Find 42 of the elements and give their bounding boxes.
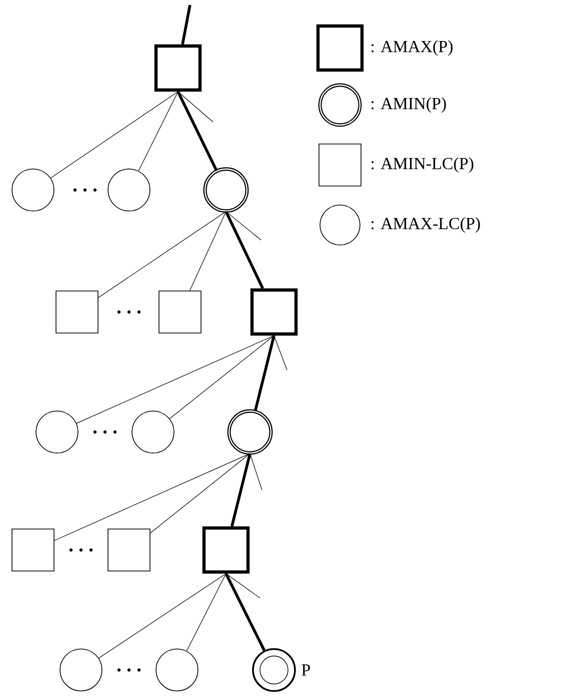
branch-line	[181, 4, 192, 45]
circle-node	[60, 648, 102, 692]
branch-line	[54, 453, 250, 541]
legend-label: : AMAX(P)	[372, 40, 453, 56]
square-node	[108, 528, 150, 572]
branch-line	[186, 573, 226, 652]
branch-line	[50, 91, 178, 178]
branch-line	[274, 335, 288, 370]
branch-line	[189, 211, 226, 291]
branch-line	[150, 453, 250, 534]
circle-node	[36, 410, 78, 454]
legend-label: : AMIN(P)	[372, 97, 446, 113]
square-node	[202, 526, 250, 574]
circle-node	[132, 410, 174, 454]
circle-node	[203, 167, 249, 213]
square-node	[158, 290, 202, 334]
node-label: P	[302, 664, 310, 676]
branch-line	[176, 90, 218, 172]
branch-line	[226, 211, 262, 240]
branch-line	[224, 210, 264, 289]
circle-node	[252, 648, 296, 692]
branch-line	[169, 335, 274, 419]
square-node	[12, 528, 54, 572]
branch-line	[98, 211, 226, 298]
branch-line	[250, 453, 262, 490]
circle-node	[156, 648, 198, 692]
square-node	[56, 290, 98, 334]
legend-label: : AMIN-LC(P)	[372, 157, 474, 173]
branch-line	[224, 572, 266, 652]
branch-line	[98, 573, 226, 658]
circle-node	[108, 168, 150, 212]
branch-line	[254, 335, 276, 412]
circle-node	[227, 409, 273, 455]
square-node	[250, 288, 298, 336]
branch-line	[178, 91, 214, 122]
branch-line	[76, 335, 274, 424]
branch-line	[230, 453, 252, 527]
legend-label: : AMAX-LC(P)	[372, 217, 480, 233]
square-node	[154, 44, 202, 92]
branch-line	[138, 91, 178, 172]
branch-line	[226, 573, 260, 598]
circle-node	[12, 168, 54, 212]
